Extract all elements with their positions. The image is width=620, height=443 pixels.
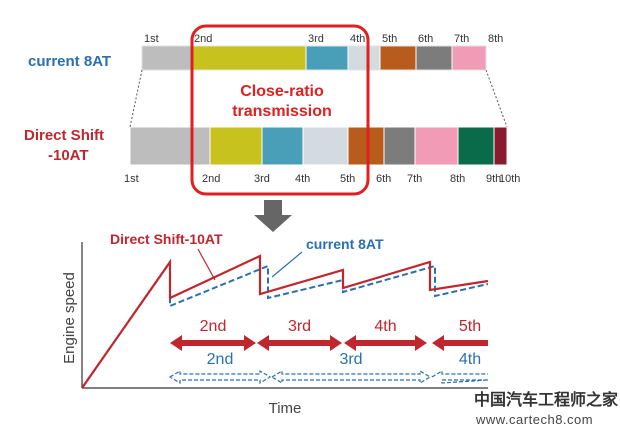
current-gear-arrow: [168, 369, 272, 385]
direct-gear-segment-4: [302, 126, 349, 166]
current-gear-label: 7th: [454, 33, 469, 45]
current-gear-segment-4: [347, 45, 381, 71]
direct-shift-label-line2: -10AT: [48, 147, 89, 164]
direct-gear-arrow-label: 2nd: [200, 318, 227, 335]
current-8at-speed-line: [81, 258, 489, 389]
current-8at-gear-bar: 1st 2nd 3rd 4th 5th 6th 7th 8th: [141, 33, 503, 71]
direct-gear-arrow-label: 5th: [459, 318, 481, 335]
current-gear-label: 8th: [488, 33, 503, 45]
direct-gear-segment-5: [347, 126, 385, 166]
direct-gear-arrow: [257, 335, 342, 351]
current-gear-segment-7: [451, 45, 487, 71]
down-arrow-icon: [254, 200, 292, 232]
direct-shift-gear-arrows: 2nd 3rd 4th 5th: [170, 318, 488, 351]
close-ratio-callout-box: [190, 24, 370, 196]
current-8at-gear-arrows: 2nd 3rd 4th: [168, 351, 489, 385]
direct-gear-label: 10th: [499, 173, 520, 185]
direct-gear-segment-8: [457, 126, 495, 166]
direct-gear-label: 5th: [340, 173, 355, 185]
series-label-direct-shift: Direct Shift-10AT: [110, 231, 223, 247]
direct-shift-label-line1: Direct Shift: [24, 127, 104, 144]
direct-gear-arrow-label: 3rd: [288, 318, 311, 335]
series-label-current-8at: current 8AT: [306, 236, 384, 252]
direct-gear-segment-1: [129, 126, 211, 166]
watermark-chinese: 中国汽车工程师之家: [474, 390, 619, 409]
transmission-text: transmission: [232, 103, 332, 120]
direct-gear-label: 4th: [295, 173, 310, 185]
current-8at-label: current 8AT: [28, 53, 111, 70]
current-gear-segment-6: [415, 45, 453, 71]
current-gear-segment-1: [141, 45, 193, 71]
current-gear-arrow-label: 4th: [459, 351, 481, 368]
current-gear-segment-2: [191, 45, 307, 71]
connector-line-left: [129, 69, 143, 128]
current-gear-segment-3: [305, 45, 349, 71]
watermark-url: www.cartech8.com: [475, 412, 593, 427]
direct-gear-label: 1st: [124, 173, 139, 185]
current-gear-label: 6th: [418, 33, 433, 45]
direct-gear-segment-6: [383, 126, 416, 166]
direct-shift-speed-line: [81, 254, 489, 389]
direct-gear-arrow: [344, 335, 427, 351]
close-ratio-text: Close-ratio: [240, 83, 324, 100]
current-gear-arrow: [431, 369, 489, 384]
current-gear-label: 3rd: [308, 33, 324, 45]
connector-line-right: [485, 69, 508, 128]
current-gear-arrow: [270, 369, 432, 385]
current-gear-label: 4th: [350, 33, 365, 45]
direct-gear-arrow-label: 4th: [374, 318, 396, 335]
direct-gear-arrow: [170, 335, 256, 351]
direct-gear-segment-7: [414, 126, 459, 166]
direct-gear-label: 8th: [450, 173, 465, 185]
direct-gear-label: 6th: [376, 173, 391, 185]
current-gear-arrow-label: 3rd: [339, 351, 362, 368]
current-gear-label: 5th: [382, 33, 397, 45]
y-axis-label: Engine speed: [61, 272, 78, 364]
x-axis-label: Time: [269, 400, 302, 417]
current-gear-label: 2nd: [194, 33, 212, 45]
current-gear-arrow-label: 2nd: [207, 351, 234, 368]
direct-gear-segment-9: [493, 126, 508, 166]
leader-line-current: [271, 251, 303, 278]
direct-gear-label: 3rd: [254, 173, 270, 185]
current-gear-label: 1st: [144, 33, 159, 45]
direct-gear-label: 2nd: [202, 173, 220, 185]
leader-line-direct: [197, 248, 216, 281]
current-gear-segment-5: [379, 45, 417, 71]
direct-gear-arrow: [432, 335, 488, 351]
direct-gear-segment-2: [209, 126, 263, 166]
direct-gear-segment-3: [261, 126, 304, 166]
current-bar-outline: [141, 45, 487, 71]
direct-gear-label: 9th: [486, 173, 501, 185]
direct-gear-label: 7th: [407, 173, 422, 185]
